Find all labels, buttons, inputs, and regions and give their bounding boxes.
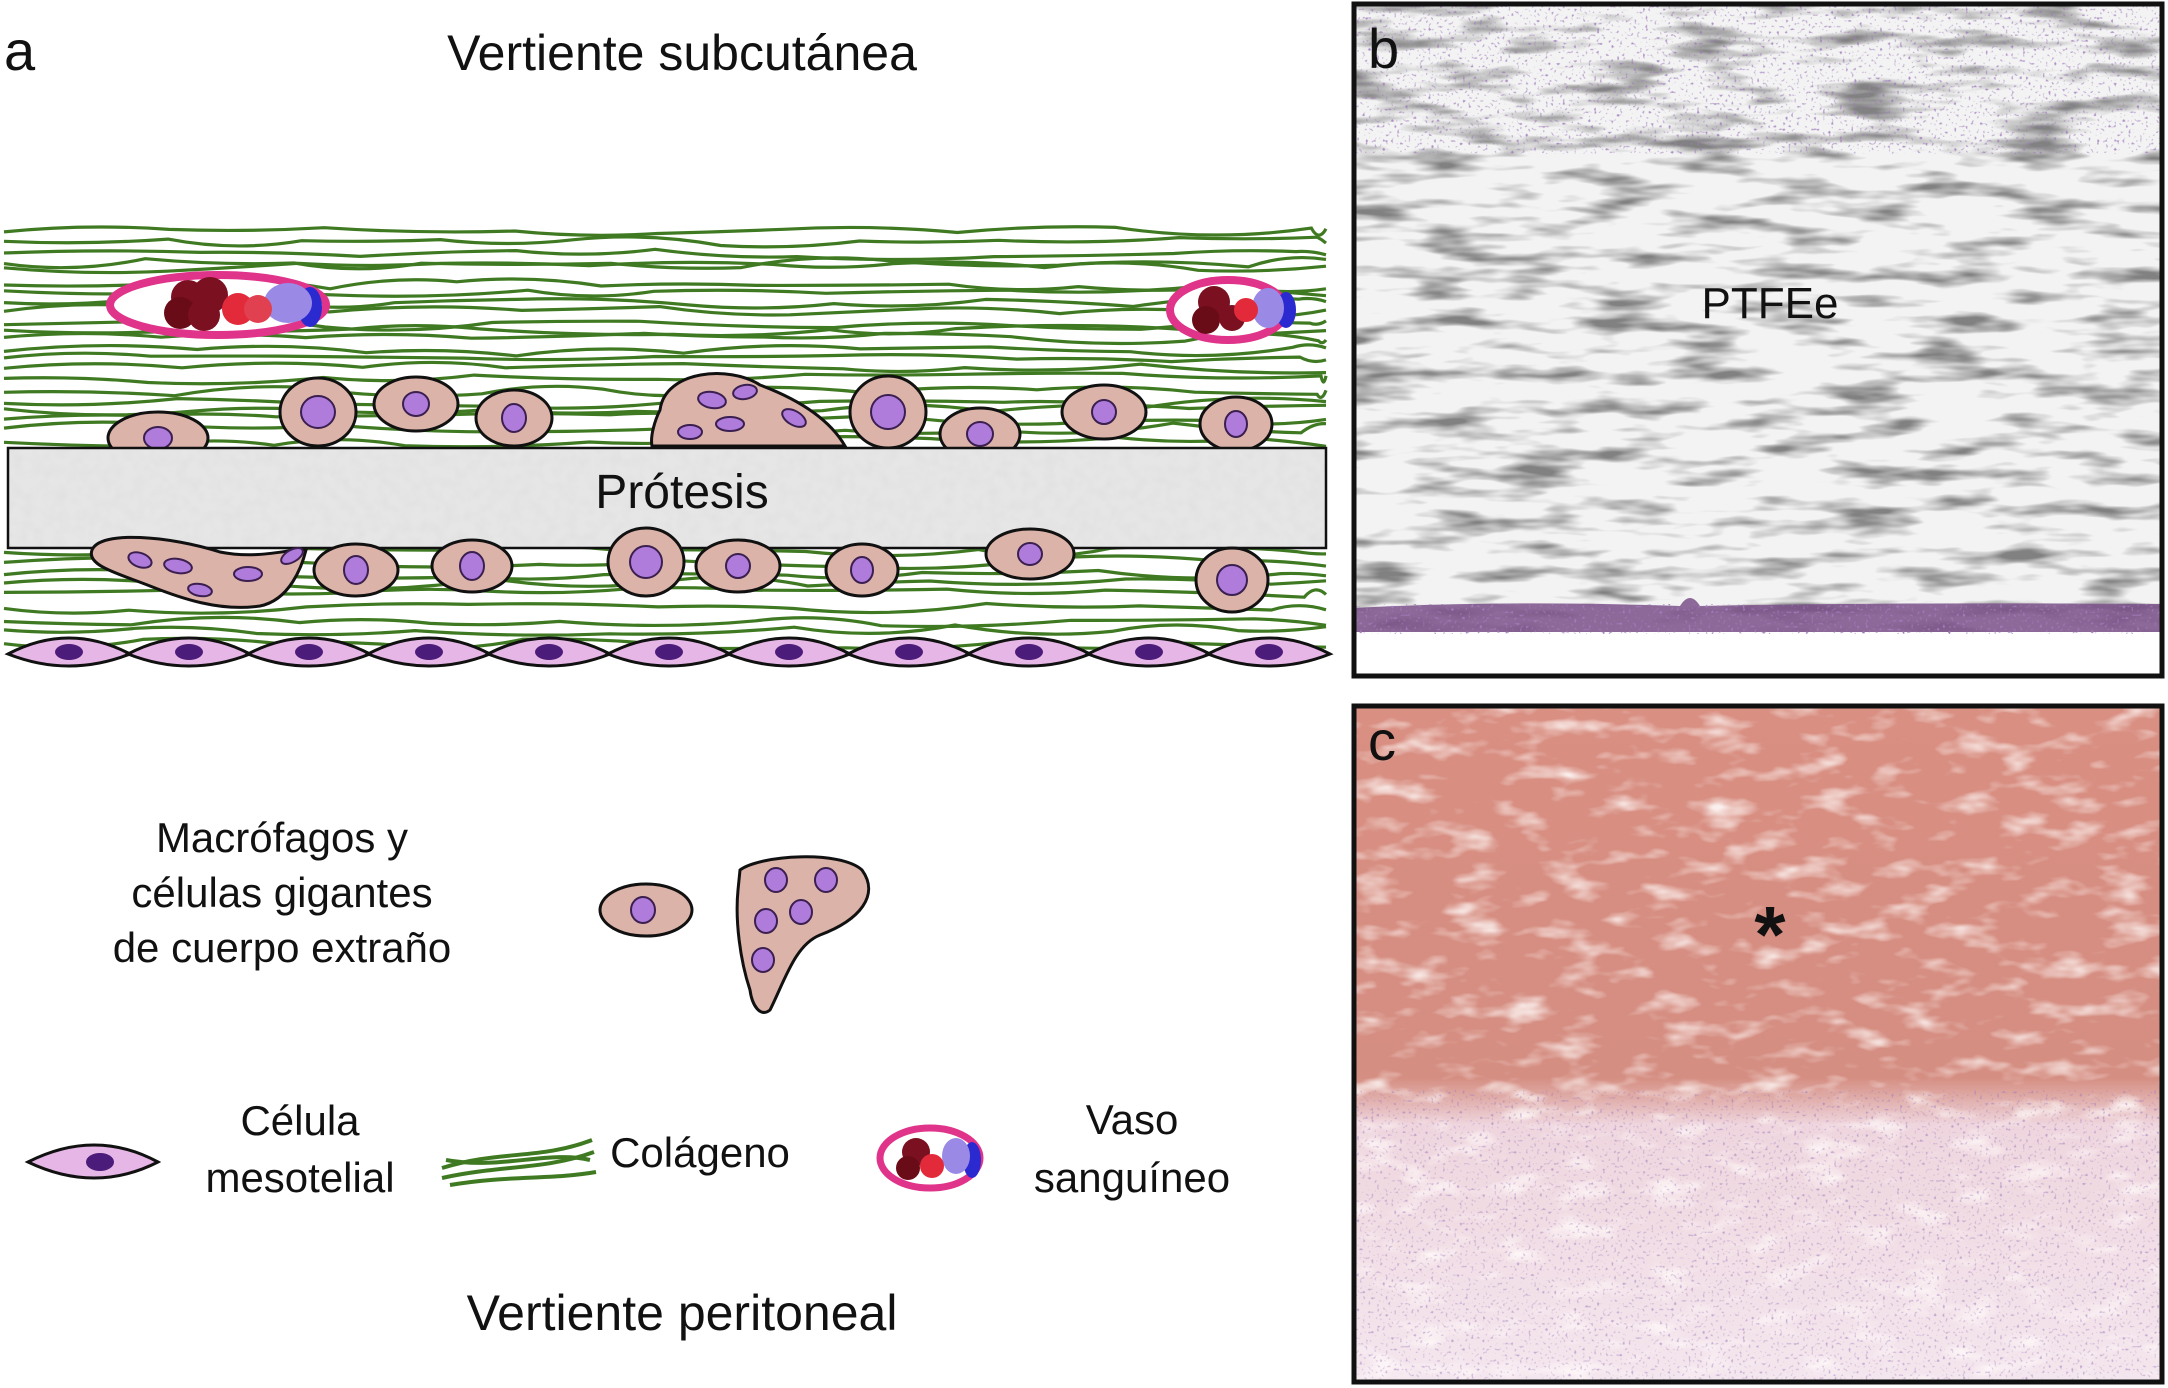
legend-vessel-icon	[876, 1124, 984, 1192]
panel-c-letter: c	[1368, 709, 1396, 772]
prosthesis-label: Prótesis	[595, 466, 768, 519]
panel-a-letter: a	[4, 19, 36, 82]
collagen-fiber	[3, 235, 1328, 249]
prosthesis: Prótesis	[6, 446, 1328, 550]
mesothelial-cell	[124, 636, 254, 668]
macrophage	[278, 376, 358, 448]
panel-b-letter: b	[1368, 17, 1399, 80]
mesothelial-cell	[484, 636, 614, 668]
giant-cell-lower	[89, 535, 308, 609]
macrophage	[984, 527, 1076, 581]
legend-collagen-label: Colágeno	[610, 1129, 790, 1176]
top-title: Vertiente subcutánea	[447, 25, 917, 81]
collagen-fiber	[3, 343, 1327, 358]
collagen-fiber	[3, 351, 1327, 364]
mesothelial-cell	[724, 636, 854, 668]
macrophage	[372, 375, 460, 433]
mesothelial-layer	[4, 636, 1334, 668]
bottom-title: Vertiente peritoneal	[467, 1285, 898, 1341]
macrophage	[312, 542, 400, 598]
panel-c-marker: *	[1754, 890, 1786, 979]
mesothelial-cell	[844, 636, 974, 668]
mesothelial-cell	[4, 636, 134, 668]
legend-macrophages-line1: Macrófagos y	[156, 814, 408, 861]
collagen-fiber	[3, 360, 1327, 375]
collagen-fiber	[3, 623, 1327, 637]
giant-cell-upper	[650, 372, 848, 448]
collagen-fiber	[3, 371, 1328, 386]
legend-macrophages-line3: de cuerpo extraño	[113, 924, 452, 971]
panel-b: b PTFEe	[1351, 1, 2165, 679]
macrophage	[848, 374, 928, 450]
panel-a: a Vertiente subcutánea	[3, 19, 1334, 1341]
mesothelial-cell	[1204, 636, 1334, 668]
legend-vessel-line2: sanguíneo	[1034, 1154, 1230, 1201]
ptfe-label: PTFEe	[1702, 279, 1839, 328]
macrophage	[1194, 546, 1270, 614]
macrophage	[824, 542, 900, 598]
macrophage	[1060, 383, 1148, 441]
lower-macrophages	[89, 526, 1270, 614]
blood-vessel-right	[1166, 276, 1296, 344]
mesothelial-cell	[364, 636, 494, 668]
macrophage	[474, 388, 554, 448]
legend-vessel-line1: Vaso	[1086, 1096, 1179, 1143]
legend-collagen-icon	[441, 1138, 597, 1187]
collagen-fiber	[3, 247, 1327, 262]
legend-macrophage-icon	[598, 882, 694, 938]
macrophage	[606, 526, 686, 598]
legend: Macrófagos y células gigantes de cuerpo …	[24, 814, 1230, 1201]
macrophage	[430, 538, 514, 594]
legend-macrophages-line2: células gigantes	[131, 869, 432, 916]
blood-vessel-left	[106, 271, 330, 339]
collagen-fiber	[3, 615, 1327, 629]
collagen-fiber	[3, 601, 1327, 615]
legend-mesothelial-icon	[24, 1143, 162, 1180]
legend-mesothelial-line1: Célula	[240, 1097, 360, 1144]
collagen-fiber	[3, 225, 1328, 237]
macrophage	[1198, 395, 1274, 453]
legend-mesothelial-line2: mesotelial	[205, 1154, 394, 1201]
panel-c: c *	[1351, 703, 2165, 1385]
collagen-fiber	[3, 260, 1327, 275]
mesothelial-cell	[244, 636, 374, 668]
legend-giant-cell-icon	[735, 855, 871, 1014]
macrophage	[694, 538, 782, 594]
